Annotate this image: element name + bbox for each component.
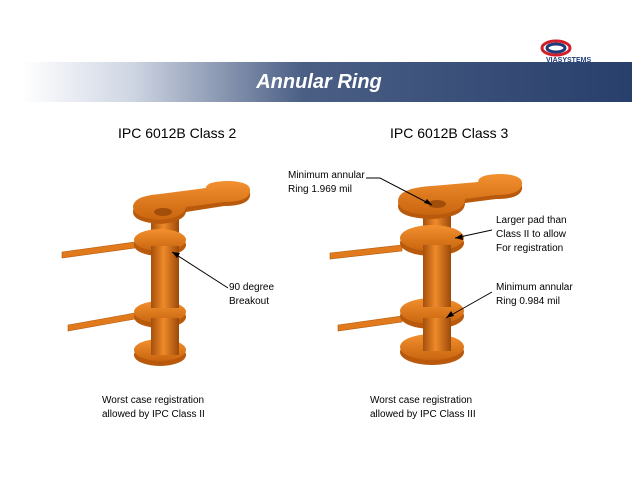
class3-heading: IPC 6012B Class 3 [390,125,509,141]
larger-pad-label: Larger pad than Class II to allow For re… [496,214,567,256]
min-annular-ring-mid-line: Minimum annular [496,282,573,293]
class2-caption-line: Worst case registration [102,395,205,406]
class2-heading: IPC 6012B Class 2 [118,125,237,141]
larger-pad-line: For registration [496,243,564,254]
class2-caption: Worst case registration allowed by IPC C… [102,394,205,422]
logo-text: VIASYSTEMS [546,57,591,64]
breakout-label: 90 degree Breakout [229,281,274,309]
viasystems-logo: VIASYSTEMS [520,36,630,64]
class3-caption: Worst case registration allowed by IPC C… [370,394,476,422]
page-title: Annular Ring [256,71,382,93]
min-annular-ring-top-line: Minimum annular [288,170,365,181]
class2-via-illustration [61,181,251,366]
title-banner [22,62,632,102]
leader-arrowheads [172,199,463,318]
min-annular-ring-mid-label: Minimum annular Ring 0.984 mil [496,281,573,309]
min-annular-ring-mid-line: Ring 0.984 mil [496,296,560,307]
class3-via-illustration [329,174,523,365]
larger-pad-line: Class II to allow [496,229,567,240]
breakout-label-line: 90 degree [229,282,275,293]
class3-caption-line: allowed by IPC Class III [370,409,476,420]
class2-caption-line: allowed by IPC Class II [102,409,205,420]
min-annular-ring-top-label: Minimum annular Ring 1.969 mil [288,169,365,197]
breakout-label-line: Breakout [229,296,270,307]
larger-pad-line: Larger pad than [496,215,567,226]
min-annular-ring-top-line: Ring 1.969 mil [288,184,352,195]
class3-caption-line: Worst case registration [370,395,473,406]
